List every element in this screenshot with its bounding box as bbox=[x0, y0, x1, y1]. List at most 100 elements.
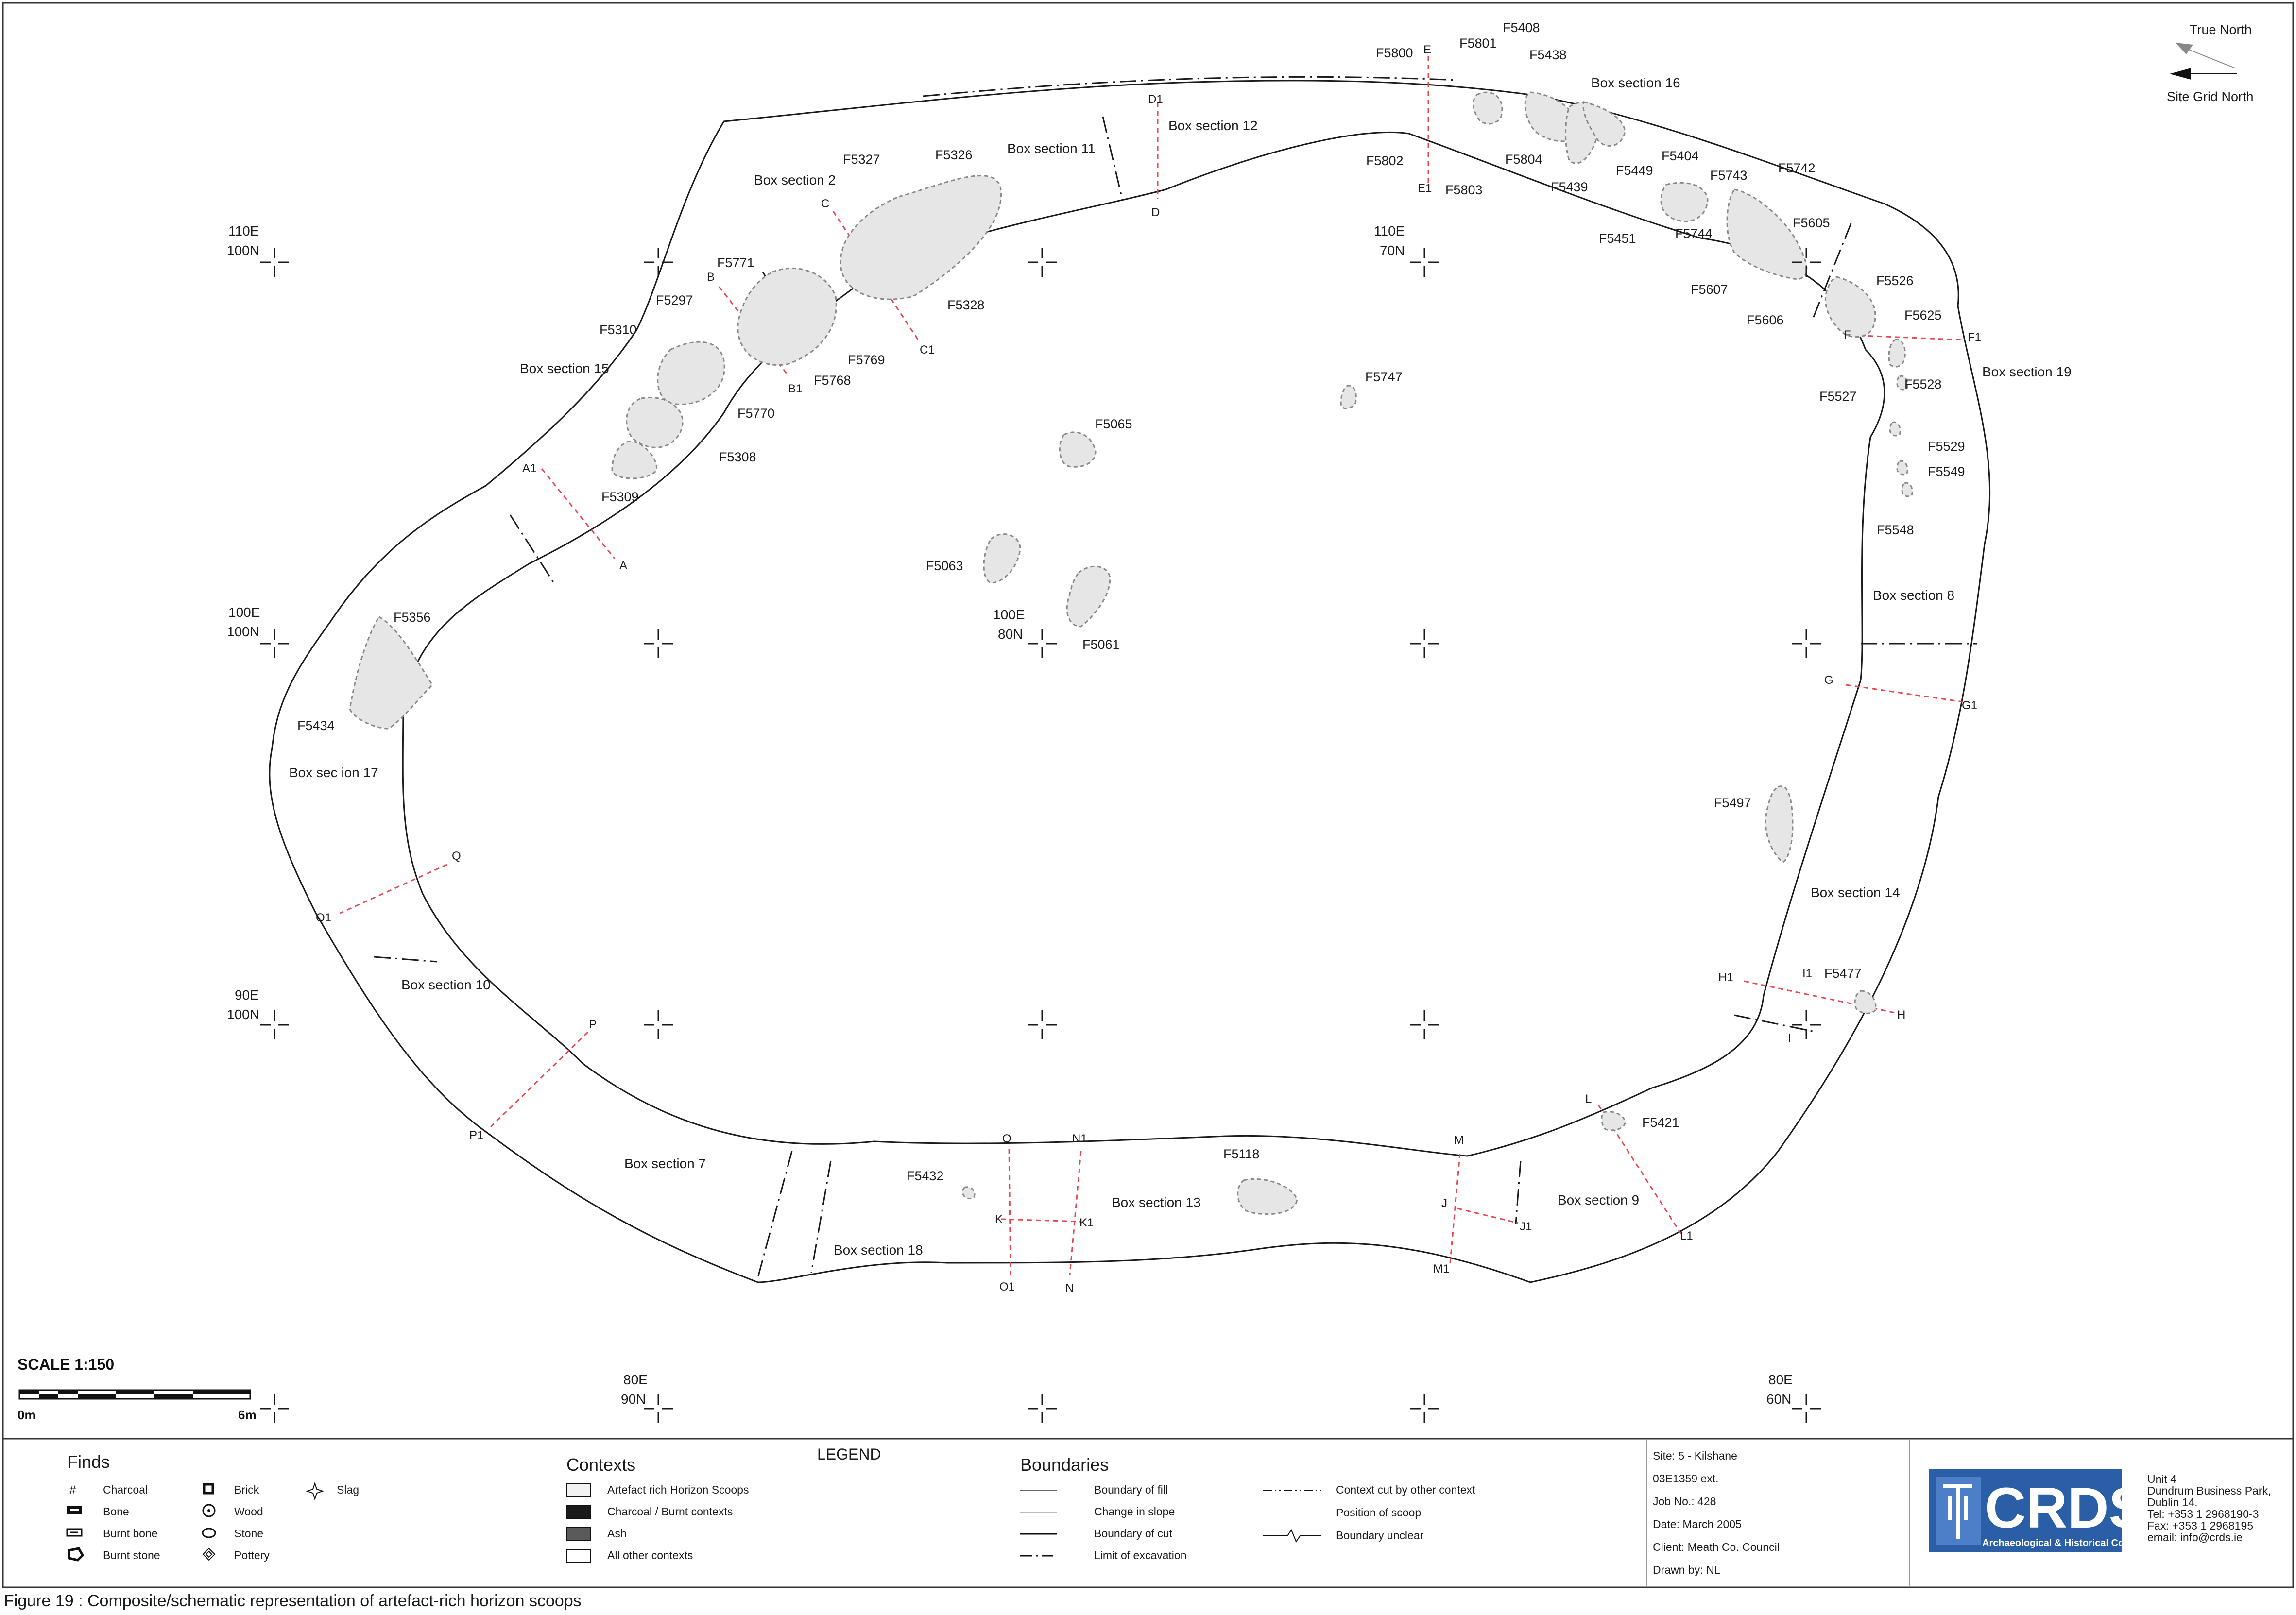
address-line: Dundrum Business Park, bbox=[2147, 1484, 2271, 1497]
box-section-label: Box section 9 bbox=[1558, 1192, 1639, 1207]
feature-label: F5800 bbox=[1376, 46, 1413, 60]
contexts-list: Artefact rich Horizon Scoops Charcoal / … bbox=[566, 1483, 749, 1563]
feature-label: F5548 bbox=[1877, 523, 1914, 537]
boundary-label: Position of scoop bbox=[1336, 1506, 1421, 1519]
feature-label: F5801 bbox=[1459, 36, 1497, 51]
wood-icon-dot bbox=[207, 1509, 210, 1512]
address-line: Unit 4 bbox=[2147, 1473, 2176, 1485]
grid-cross bbox=[1028, 248, 1057, 277]
scoop-f5526 bbox=[1824, 276, 1876, 338]
grid-label-n: 80N bbox=[998, 627, 1023, 642]
scale-segment bbox=[116, 1390, 154, 1394]
context-swatch bbox=[566, 1483, 591, 1497]
scoop-f5529 bbox=[1889, 421, 1901, 437]
section-line-f bbox=[1851, 334, 1966, 341]
scale-segment bbox=[193, 1390, 250, 1394]
address-line: Tel: +353 1 2968190-3 bbox=[2147, 1508, 2259, 1520]
section-line-o bbox=[1008, 1148, 1011, 1275]
licence-number: 03E1359 ext. bbox=[1653, 1472, 1719, 1485]
section-point: F1 bbox=[1968, 331, 1981, 344]
section-point: B1 bbox=[788, 382, 802, 395]
section-point: N bbox=[1065, 1282, 1074, 1295]
section-line-j bbox=[1457, 1207, 1519, 1224]
divider-q bbox=[374, 956, 438, 963]
feature-label: F5421 bbox=[1642, 1115, 1679, 1130]
brick-icon bbox=[203, 1483, 214, 1495]
feature-label: F5527 bbox=[1819, 389, 1857, 404]
feature-label: F5061 bbox=[1082, 637, 1120, 652]
section-point: F bbox=[1844, 328, 1851, 341]
divider-i bbox=[1734, 1014, 1817, 1033]
feature-label: F5310 bbox=[600, 323, 637, 337]
scoop-f5625 bbox=[1888, 339, 1906, 368]
box-section-label: Box section 19 bbox=[1982, 364, 2072, 379]
box-section-label: Box section 15 bbox=[520, 361, 609, 376]
section-point: O1 bbox=[999, 1280, 1015, 1293]
section-line-g bbox=[1846, 684, 1963, 703]
feature-label: F5804 bbox=[1505, 152, 1542, 167]
section-point: D1 bbox=[1148, 93, 1163, 106]
section-point: I1 bbox=[1802, 967, 1812, 980]
box-section-label: Box sec ion 17 bbox=[289, 765, 378, 780]
grid-coordinates: 110E 100N 110E 70N 100E 100N 100E 80N 90… bbox=[227, 223, 1793, 1407]
grid-label-n: 100N bbox=[227, 624, 259, 639]
drawing-date: Date: March 2005 bbox=[1653, 1518, 1742, 1530]
scoop-f5327-f5326 bbox=[840, 175, 1002, 300]
feature-label: F5439 bbox=[1551, 180, 1588, 194]
site-grid-north-label: Site Grid North bbox=[2167, 89, 2254, 104]
feature-label: F5326 bbox=[935, 148, 973, 162]
scoop-f5065 bbox=[1059, 431, 1097, 468]
feature-label: F5606 bbox=[1747, 313, 1784, 327]
scoop-f5804 bbox=[1473, 91, 1503, 125]
stone-icon bbox=[202, 1528, 216, 1538]
feature-label: F5308 bbox=[719, 450, 756, 464]
figure-caption: Figure 19 : Composite/schematic represen… bbox=[4, 1592, 582, 1610]
finds-label: Brick bbox=[234, 1483, 259, 1496]
feature-label: F5438 bbox=[1529, 48, 1567, 62]
feature-label: F5309 bbox=[601, 490, 639, 504]
scoop-f5549 bbox=[1896, 460, 1908, 476]
section-point: K1 bbox=[1079, 1216, 1094, 1229]
section-point: K bbox=[995, 1213, 1003, 1226]
grid-label-n: 60N bbox=[1766, 1392, 1791, 1407]
box-section-label: Box section 16 bbox=[1591, 75, 1680, 90]
section-point: J1 bbox=[1520, 1220, 1532, 1233]
grid-label-e: 90E bbox=[235, 987, 259, 1003]
grid-cross bbox=[1410, 1394, 1439, 1423]
grid-cross bbox=[1410, 248, 1439, 277]
scoop-f5747 bbox=[1340, 385, 1357, 409]
grid-cross bbox=[1028, 1394, 1057, 1423]
section-point: G bbox=[1824, 674, 1833, 687]
section-line-m bbox=[1449, 1153, 1461, 1263]
section-point: B bbox=[707, 271, 715, 284]
grid-cross bbox=[260, 1394, 289, 1423]
box-section-label: Box section 8 bbox=[1873, 588, 1954, 603]
grid-label-e: 110E bbox=[1374, 223, 1405, 238]
grid-label-n: 100N bbox=[227, 243, 259, 258]
company-address: Unit 4 Dundrum Business Park, Dublin 14.… bbox=[2147, 1473, 2271, 1544]
grid-cross bbox=[260, 248, 289, 277]
section-point: A1 bbox=[522, 462, 536, 475]
pottery-icon bbox=[202, 1547, 216, 1561]
logo-text: CRDS bbox=[1985, 1476, 2147, 1540]
contexts-heading: Contexts bbox=[566, 1455, 635, 1475]
context-swatch bbox=[566, 1527, 591, 1541]
boundary-label: Boundary unclear bbox=[1336, 1529, 1424, 1542]
north-arrow: True North Site Grid North bbox=[2167, 22, 2254, 104]
grid-cross bbox=[1410, 1010, 1439, 1039]
feature-label: F5434 bbox=[297, 718, 335, 733]
box-section-label: Box section 14 bbox=[1811, 885, 1900, 900]
section-line-a bbox=[541, 468, 616, 559]
grid-label-e: 110E bbox=[228, 223, 259, 238]
section-line-p bbox=[490, 1031, 589, 1128]
grid-cross bbox=[1792, 1394, 1821, 1423]
scoop-f5308 bbox=[626, 397, 684, 448]
grid-cross bbox=[1792, 1010, 1821, 1039]
box-section-label: Box section 10 bbox=[401, 977, 491, 992]
grid-label-e: 100E bbox=[993, 607, 1025, 622]
scoop-f5297 bbox=[657, 341, 725, 405]
wood-icon bbox=[202, 1504, 216, 1517]
scoop-f5404 bbox=[1660, 182, 1709, 222]
scoop-f5356-f5434 bbox=[349, 616, 433, 730]
